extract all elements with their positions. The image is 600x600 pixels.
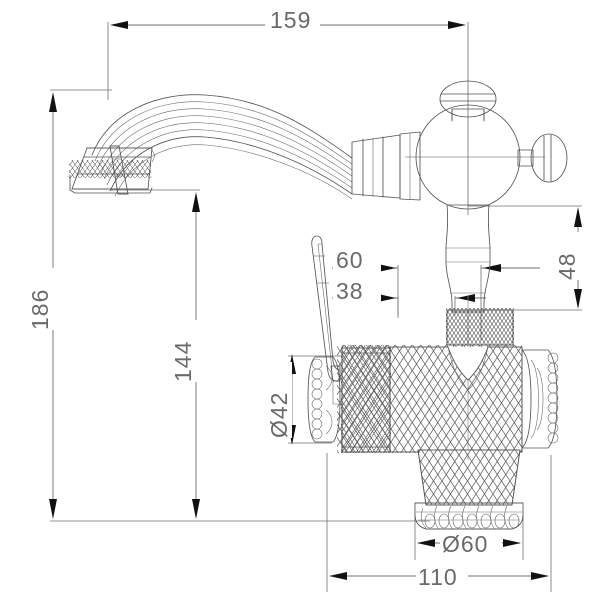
dimension-60: 60 xyxy=(332,245,540,340)
dim-label-110: 110 xyxy=(418,564,458,590)
dimension-110: 110 xyxy=(326,453,552,592)
spout-outlet-aerator xyxy=(68,145,156,195)
dim-label-60: 60 xyxy=(336,247,364,273)
side-handle-knob xyxy=(517,133,568,183)
top-finial-cap xyxy=(439,80,497,122)
bead-column-right xyxy=(547,352,559,444)
dim-label-48: 48 xyxy=(554,252,580,280)
dimension-48: 48 xyxy=(468,205,582,311)
dimension-38: 38 xyxy=(332,276,486,318)
dimension-d60: Ø60 xyxy=(414,516,524,560)
dim-label-159: 159 xyxy=(270,7,311,33)
dim-label-144: 144 xyxy=(170,341,196,382)
spherical-valve-body xyxy=(415,104,521,210)
knurled-pedestal xyxy=(417,449,521,506)
dim-label-186: 186 xyxy=(27,289,53,330)
dim-label-d60: Ø60 xyxy=(442,531,488,557)
left-decorative-ring xyxy=(307,356,341,443)
dimension-d42: Ø42 xyxy=(266,354,344,445)
dimension-186: 186 xyxy=(27,89,430,522)
dim-label-d42: Ø42 xyxy=(266,392,292,438)
knurled-body-barrel xyxy=(337,345,523,453)
bead-column xyxy=(311,358,323,440)
dimension-159: 159 xyxy=(107,7,469,215)
dim-label-38: 38 xyxy=(336,278,364,304)
knurled-collar xyxy=(446,308,514,346)
ornate-scalloped-base xyxy=(414,502,524,530)
right-decorative-ring xyxy=(521,349,559,449)
fluted-curved-spout xyxy=(91,94,353,200)
dimension-144: 144 xyxy=(110,189,200,519)
base-scallops xyxy=(421,505,520,530)
spout-valve-sleeve xyxy=(351,131,421,201)
